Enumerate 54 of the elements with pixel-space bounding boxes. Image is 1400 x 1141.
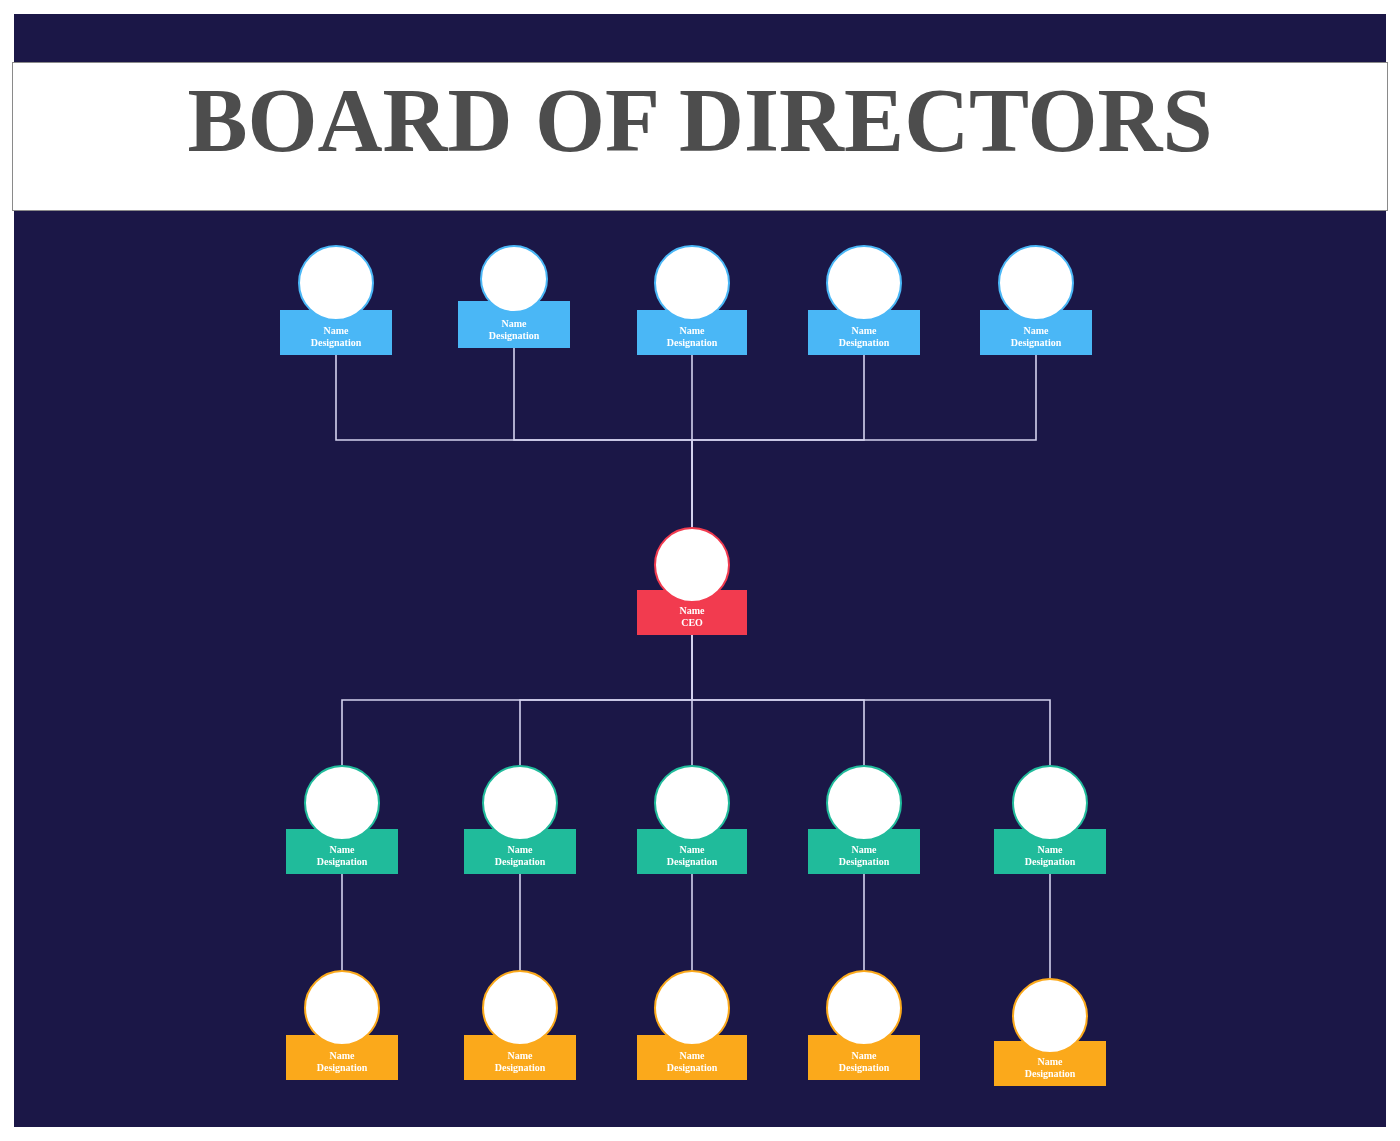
role-label: Designation <box>1010 337 1062 349</box>
name-plate <box>994 1041 1106 1086</box>
name-label: Name <box>1037 844 1063 856</box>
name-label: Name <box>501 318 527 330</box>
name-plate <box>280 310 392 355</box>
name-label: Name <box>851 1050 877 1062</box>
name-plate <box>637 590 747 635</box>
name-label: Name <box>851 325 877 337</box>
name-label: Name <box>507 1050 533 1062</box>
name-label: Name <box>1037 1056 1063 1068</box>
role-label: Designation <box>316 856 368 868</box>
role-label: Designation <box>838 1062 890 1074</box>
connector-line <box>863 873 865 971</box>
name-plate <box>808 1035 920 1080</box>
name-plate <box>637 310 747 355</box>
role-label: Designation <box>666 337 718 349</box>
role-label: Designation <box>488 330 540 342</box>
name-plate <box>458 301 570 348</box>
role-label: Designation <box>494 856 546 868</box>
connector-line <box>519 873 521 971</box>
name-plate <box>980 310 1092 355</box>
role-label: Designation <box>494 1062 546 1074</box>
connector-line <box>1049 873 1051 979</box>
name-label: Name <box>679 844 705 856</box>
name-label: Name <box>851 844 877 856</box>
role-label: Designation <box>666 1062 718 1074</box>
name-label: Name <box>507 844 533 856</box>
name-plate <box>464 1035 576 1080</box>
connector-line <box>691 873 693 971</box>
role-label: CEO <box>681 617 703 629</box>
name-plate <box>464 829 576 874</box>
connector-line <box>341 873 343 971</box>
role-label: Designation <box>1024 1068 1076 1080</box>
role-label: Designation <box>666 856 718 868</box>
name-label: Name <box>679 1050 705 1062</box>
name-label: Name <box>323 325 349 337</box>
name-plate <box>808 310 920 355</box>
role-label: Designation <box>316 1062 368 1074</box>
role-label: Designation <box>310 337 362 349</box>
name-label: Name <box>679 605 705 617</box>
name-plate <box>637 1035 747 1080</box>
name-label: Name <box>329 844 355 856</box>
name-plate <box>637 829 747 874</box>
role-label: Designation <box>838 337 890 349</box>
name-plate <box>808 829 920 874</box>
name-label: Name <box>329 1050 355 1062</box>
role-label: Designation <box>1024 856 1076 868</box>
name-plate <box>994 829 1106 874</box>
name-plate <box>286 829 398 874</box>
role-label: Designation <box>838 856 890 868</box>
name-label: Name <box>679 325 705 337</box>
name-plate <box>286 1035 398 1080</box>
name-label: Name <box>1023 325 1049 337</box>
diagram-title: BOARD OF DIRECTORS <box>187 76 1213 166</box>
